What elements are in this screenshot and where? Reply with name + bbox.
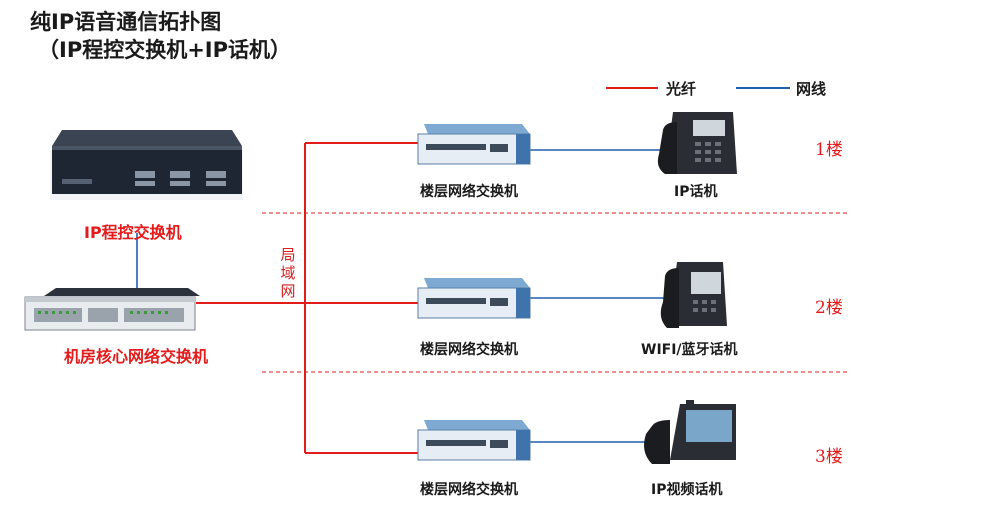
ip-phone-icon-1 xyxy=(657,112,737,174)
rack-switch-icon xyxy=(24,288,200,331)
floor-label-1: 1楼 xyxy=(815,140,843,160)
phone-label-3: IP视频话机 xyxy=(651,482,723,498)
page-subtitle: （IP程控交换机+IP话机） xyxy=(38,38,292,62)
network-switch-icon-3 xyxy=(417,420,531,461)
phone-label-1: IP话机 xyxy=(674,184,718,200)
floor-switch-label-3: 楼层网络交换机 xyxy=(420,482,518,498)
pbx-label: IP程控交换机 xyxy=(84,223,182,242)
cable-links xyxy=(136,149,666,443)
ip-phone-icon-2 xyxy=(660,262,727,328)
floor-label-3: 3楼 xyxy=(815,447,843,467)
legend-fiber-label: 光纤 xyxy=(666,80,697,98)
page-title: 纯IP语音通信拓扑图 xyxy=(30,10,222,34)
lan-label-char: 局 xyxy=(280,246,296,264)
core-switch-label: 机房核心网络交换机 xyxy=(64,347,209,366)
fiber-links xyxy=(196,142,418,454)
floor-label-2: 2楼 xyxy=(815,298,843,318)
pbx-device-icon xyxy=(50,130,243,200)
network-switch-icon-1 xyxy=(417,124,531,165)
lan-label: 局域网 xyxy=(279,246,297,300)
floor-switch-label-2: 楼层网络交换机 xyxy=(420,342,518,358)
network-switch-icon-2 xyxy=(417,278,531,319)
floor-switch-label-1: 楼层网络交换机 xyxy=(420,184,518,200)
lan-label-char: 域 xyxy=(280,264,296,282)
phone-label-2: WIFI/蓝牙话机 xyxy=(641,342,738,358)
ip-phone-icon-3 xyxy=(644,400,736,464)
legend-cable-label: 网线 xyxy=(796,80,827,98)
lan-label-char: 网 xyxy=(280,282,296,300)
